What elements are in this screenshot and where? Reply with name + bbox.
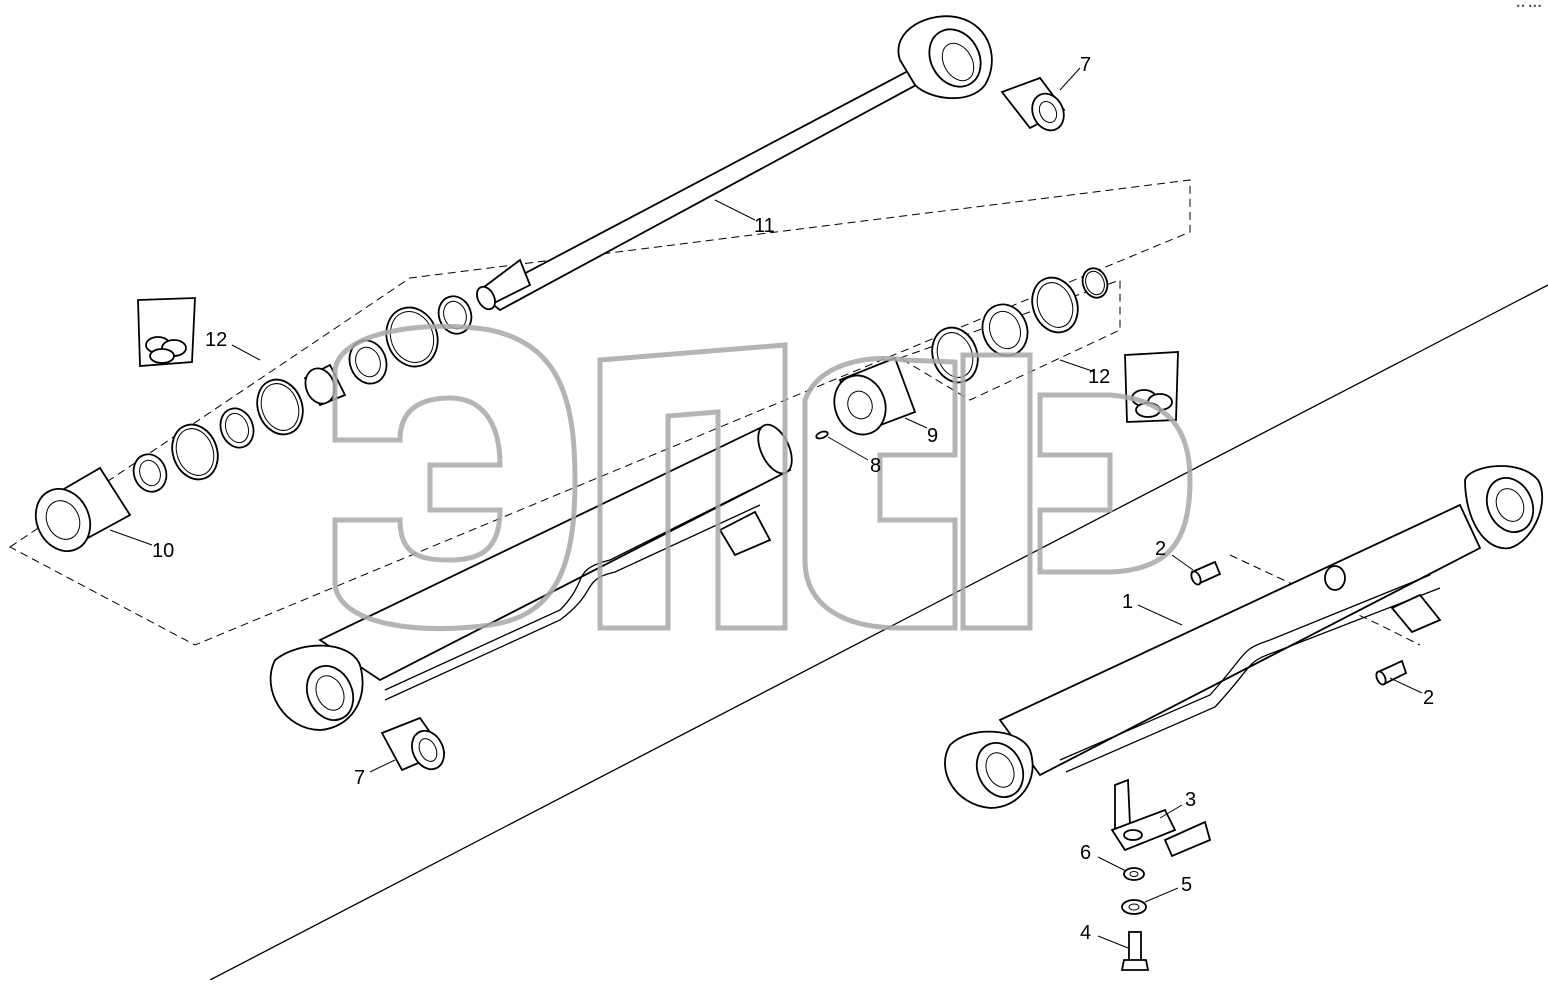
callout-7-top: 7 [1080,54,1091,76]
leader-lines [109,67,1423,949]
pin [815,430,829,440]
fitting-bottom [1375,659,1408,686]
callout-9: 9 [927,425,938,447]
spacer-ring [1324,565,1346,591]
callout-8: 8 [870,455,881,477]
watermark-logo [332,323,1193,632]
callout-12-left: 12 [205,329,227,351]
fitting-top [1190,560,1222,586]
callout-11: 11 [754,215,775,237]
exploded-frame-left [9,179,1191,646]
cylinder-assembly [944,465,1543,809]
bolt [1120,931,1150,971]
pipe-bracket [1110,778,1212,858]
washer-6-hole [1129,871,1139,877]
seal-kit-bag-left [137,297,196,367]
gland [34,466,132,552]
callout-labels: 7 11 12 12 9 8 10 7 2 1 2 3 6 5 4 [152,54,1434,944]
bushing-top [1000,76,1066,132]
callout-4: 4 [1080,922,1091,944]
callout-6: 6 [1080,842,1091,864]
callout-2-top: 2 [1155,538,1166,560]
callout-1: 1 [1122,591,1133,613]
washer-5-hole [1128,903,1140,911]
callout-12-right: 12 [1088,366,1110,388]
callout-2-bottom: 2 [1423,687,1434,709]
bushing-bottom [380,716,446,772]
piston [833,356,917,436]
corner-mark: •• ••• [1515,2,1542,11]
seal-kit-bag-right [1124,351,1179,423]
callout-7-bottom: 7 [354,767,365,789]
divider-line [209,284,1548,981]
seal-rings-right [931,267,1109,384]
washer-5 [1121,899,1147,915]
callout-3: 3 [1185,789,1196,811]
piston-rod [476,15,993,312]
callout-5: 5 [1181,874,1192,896]
callout-10: 10 [152,540,174,562]
washer-6 [1123,867,1145,881]
